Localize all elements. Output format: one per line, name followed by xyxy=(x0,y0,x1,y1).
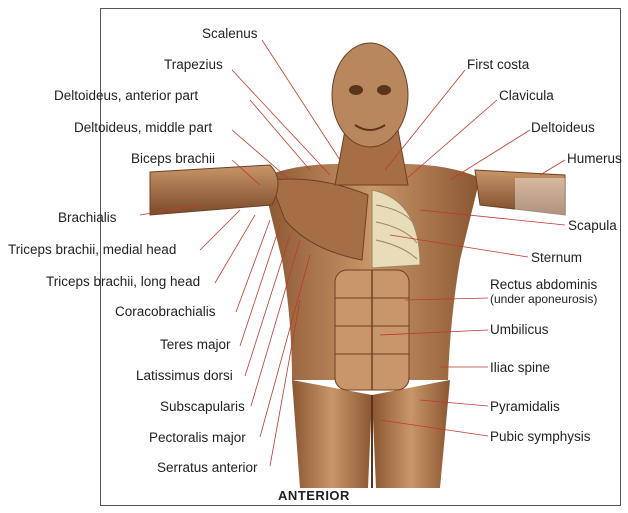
label-iliac-spine: Iliac spine xyxy=(490,360,550,375)
label-sternum: Sternum xyxy=(531,250,582,265)
label-pyramidalis: Pyramidalis xyxy=(490,399,560,414)
label-umbilicus: Umbilicus xyxy=(490,322,549,337)
label-latissimus-dorsi: Latissimus dorsi xyxy=(136,368,233,383)
label-humerus: Humerus xyxy=(567,151,622,166)
label-pectoralis-major: Pectoralis major xyxy=(149,430,246,445)
label-coracobrachialis: Coracobrachialis xyxy=(115,304,216,319)
label-scapula: Scapula xyxy=(568,218,617,233)
label-teres-major: Teres major xyxy=(160,337,231,352)
view-title: ANTERIOR xyxy=(0,488,628,503)
label-biceps-brachii: Biceps brachii xyxy=(131,151,215,166)
label-triceps-medial: Triceps brachii, medial head xyxy=(8,242,176,257)
label-serratus-anterior: Serratus anterior xyxy=(157,460,258,475)
head-neck xyxy=(332,43,408,185)
label-deltoideus: Deltoideus xyxy=(531,120,595,135)
label-trapezius: Trapezius xyxy=(164,57,223,72)
label-brachialis: Brachialis xyxy=(58,210,117,225)
label-clavicula: Clavicula xyxy=(499,88,554,103)
label-pubic-symphysis: Pubic symphysis xyxy=(490,429,591,444)
label-deltoideus-middle: Deltoideus, middle part xyxy=(74,120,212,135)
label-scalenus: Scalenus xyxy=(202,26,258,41)
label-triceps-long: Triceps brachii, long head xyxy=(46,274,200,289)
label-first-costa: First costa xyxy=(467,57,529,72)
legs xyxy=(292,380,450,488)
label-rectus-abdominis: Rectus abdominis xyxy=(490,277,597,292)
torso xyxy=(262,164,480,390)
label-deltoideus-anterior: Deltoideus, anterior part xyxy=(54,88,198,103)
label-subscapularis: Subscapularis xyxy=(160,399,245,414)
label-under-aponeurosis: (under aponeurosis) xyxy=(490,292,597,307)
